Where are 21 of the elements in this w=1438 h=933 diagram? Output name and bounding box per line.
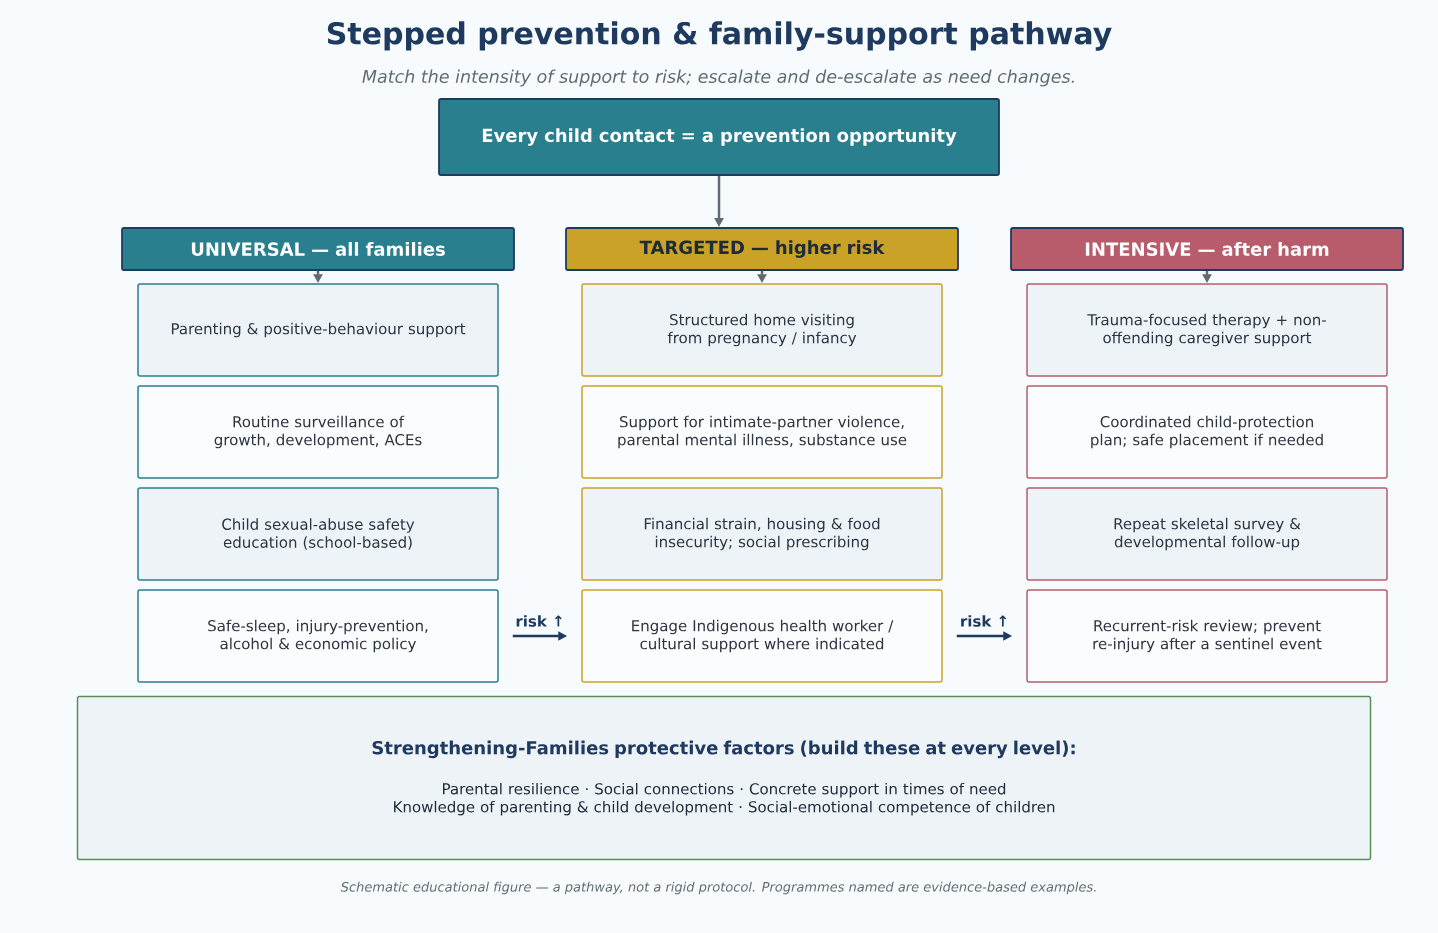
- intervention-box: Financial strain, housing & food insecurity; social prescribing: [581, 487, 943, 581]
- intervention-box: Coordinated child-protection plan; safe placement if needed: [1026, 385, 1388, 479]
- level-header: INTENSIVE — after harm: [1010, 227, 1404, 271]
- intervention-box: Engage Indigenous health worker / cultural support where indicated: [581, 589, 943, 683]
- intervention-box: Routine surveillance of growth, development, ACEs: [137, 385, 499, 479]
- intervention-box: Trauma-focused therapy + non-offending caregiver support: [1026, 283, 1388, 377]
- intervention-box: Recurrent-risk review; prevent re-injury after a sentinel event: [1026, 589, 1388, 683]
- banner-box: Every child contact = a prevention opportunity: [438, 98, 1000, 176]
- footnote: Schematic educational figure — a pathway, not a rigid protocol. Programmes named are evidence-based examples.: [340, 881, 1096, 895]
- title: Stepped prevention & family-support pathway: [327, 21, 1112, 51]
- intervention-box: Parenting & positive-behaviour support: [137, 283, 499, 377]
- edge-label: risk ↑: [514, 614, 566, 628]
- intervention-box: Repeat skeletal survey & developmental follow-up: [1026, 487, 1388, 581]
- protective-factors-box: Strengthening-Families protective factors (build these at every level): Parental resilience · Social connections · Concrete support in times of need Knowledge of parenting & child development · Social-emotional competence of children: [76, 695, 1372, 861]
- intervention-box: Support for intimate-partner violence, parental mental illness, substance use: [581, 385, 943, 479]
- level-header: UNIVERSAL — all families: [121, 227, 515, 271]
- edge-label: risk ↑: [958, 614, 1011, 628]
- level-header: TARGETED — higher risk: [565, 227, 959, 271]
- intervention-box: Child sexual-abuse safety education (school-based): [137, 487, 499, 581]
- intervention-box: Safe-sleep, injury-prevention, alcohol & economic policy: [137, 589, 499, 683]
- intervention-box: Structured home visiting from pregnancy / infancy: [581, 283, 943, 377]
